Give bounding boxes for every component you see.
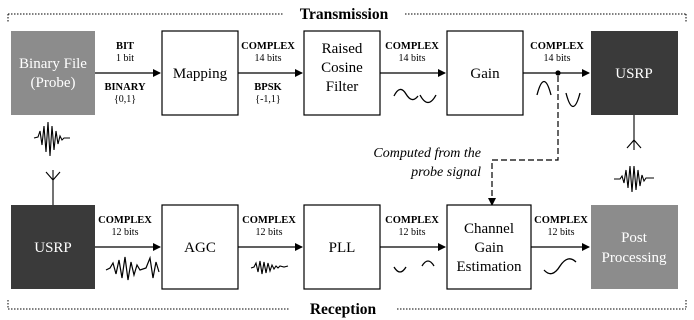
agc-label: AGC <box>184 240 216 256</box>
post-line2: Processing <box>602 250 667 266</box>
mapping-label: Mapping <box>173 66 228 82</box>
transmission-frame <box>7 13 687 22</box>
rc-filter-line3: Filter <box>326 79 359 95</box>
tx-edge2-type: BPSK <box>254 82 282 93</box>
channel-gain-line2: Gain <box>474 240 504 256</box>
rc-filter-block: Raised Cosine Filter <box>303 30 381 116</box>
rx-edge3-bits: 12 bits <box>399 227 426 238</box>
rc-filter-line1: Raised <box>322 41 363 57</box>
gain-block: Gain <box>446 30 524 116</box>
pll-pulse-glyph-2 <box>421 260 435 267</box>
post-processing-block: Post Processing <box>591 205 678 289</box>
rx-edge1-bits: 12 bits <box>112 227 139 238</box>
pll-pulse-glyph-1 <box>393 266 407 273</box>
tx-usrp-label: USRP <box>615 66 653 82</box>
rx-usrp-block: USRP <box>11 205 95 289</box>
tx-edge4-label: COMPLEX <box>530 41 584 52</box>
pll-block: PLL <box>303 204 381 290</box>
agc-block: AGC <box>161 204 239 290</box>
tx-edge2-label: COMPLEX <box>241 41 295 52</box>
gain-pulse-glyph-2 <box>565 92 581 108</box>
tx-antenna-icon <box>626 115 642 150</box>
tx-edge1-type: BINARY <box>104 82 145 93</box>
rx-edge4-bits: 12 bits <box>548 227 575 238</box>
gain-pulse-glyph-1 <box>536 80 552 96</box>
channel-gain-block: Channel Gain Estimation <box>446 204 532 290</box>
channel-gain-line1: Channel <box>464 221 514 237</box>
rx-edge1-label: COMPLEX <box>98 215 152 226</box>
rx-edge4-label: COMPLEX <box>534 215 588 226</box>
binary-file-line1: Binary File <box>19 56 87 72</box>
agc-signal-glyph <box>250 260 289 275</box>
est-signal-glyph <box>543 258 577 275</box>
gain-label: Gain <box>470 66 500 82</box>
tx-wavelet-glyph <box>614 165 654 193</box>
channel-gain-line3: Estimation <box>457 259 522 275</box>
binary-file-block: Binary File (Probe) <box>11 31 95 115</box>
tx-edge1-set: {0,1} <box>114 94 136 105</box>
tx-edge2-set: {-1,1} <box>255 94 280 105</box>
rc-filter-line2: Cosine <box>321 60 363 76</box>
tx-edge4-bits: 14 bits <box>544 53 571 64</box>
rx-usrp-label: USRP <box>34 240 72 256</box>
tx-usrp-block: USRP <box>591 31 678 115</box>
tx-edge3-bits: 14 bits <box>399 53 426 64</box>
probe-tap-dashed-arrow <box>488 76 559 206</box>
tx-tap-dot <box>555 70 561 76</box>
transmission-title: Transmission <box>300 6 389 23</box>
mapping-block: Mapping <box>161 30 239 116</box>
rx-wavelet-glyph <box>33 121 70 157</box>
pll-label: PLL <box>329 240 356 256</box>
rx-edge2-label: COMPLEX <box>242 215 296 226</box>
rx-edge2-bits: 12 bits <box>256 227 283 238</box>
reception-frame <box>7 300 687 310</box>
rx-edge3-label: COMPLEX <box>385 215 439 226</box>
tx-edge1-bits: 1 bit <box>116 53 134 64</box>
tx-edge1-label: BIT <box>116 41 134 52</box>
rx-antenna-icon <box>45 170 61 205</box>
binary-file-line2: (Probe) <box>31 75 76 91</box>
tx-edge2-bits: 14 bits <box>255 53 282 64</box>
reception-title: Reception <box>310 301 377 318</box>
rx-noisy-signal-glyph <box>105 255 160 281</box>
annotation-line1: Computed from the <box>373 146 481 161</box>
post-line1: Post <box>621 230 648 246</box>
rc-pulse-glyph-1 <box>393 88 419 101</box>
tx-edge3-label: COMPLEX <box>385 41 439 52</box>
rc-pulse-glyph-2 <box>419 94 437 104</box>
annotation-line2: probe signal <box>410 165 481 180</box>
